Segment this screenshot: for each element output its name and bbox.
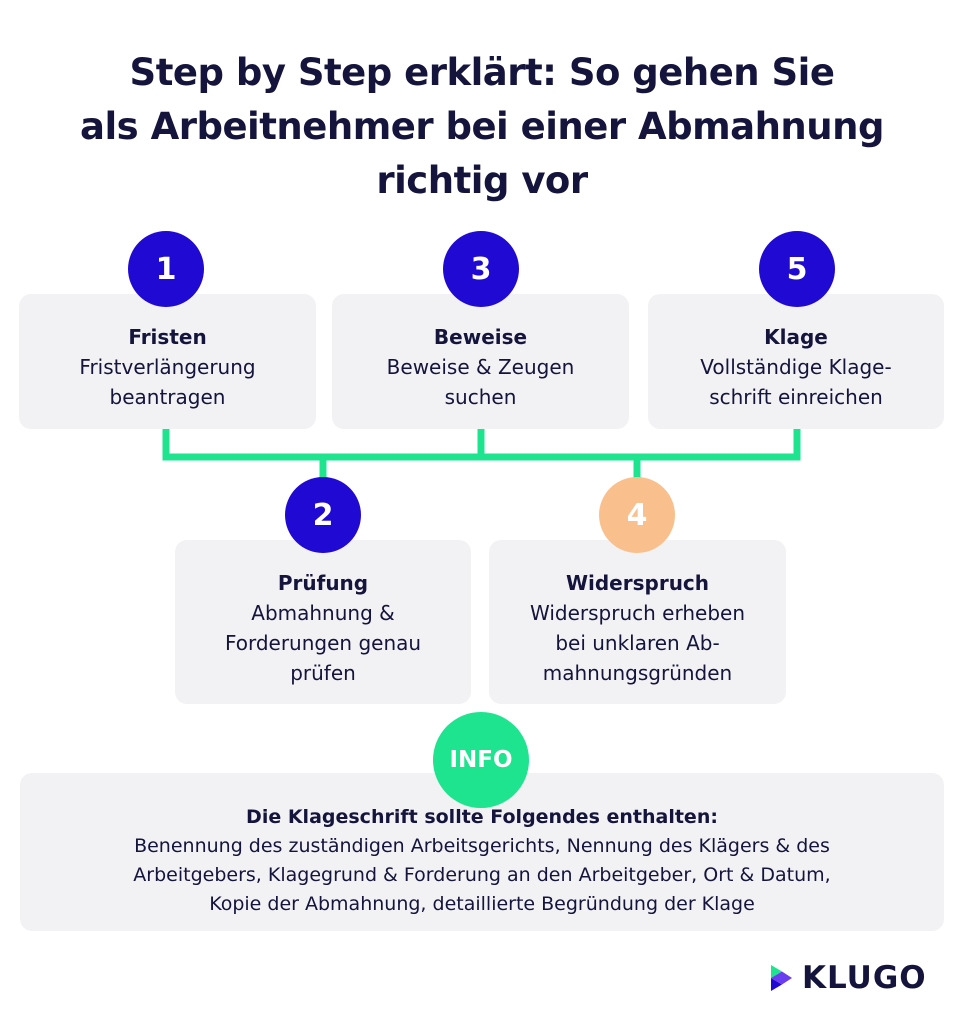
step-description: Fristverlängerung beantragen	[19, 352, 316, 412]
step-description: Vollständige Klage- schrift einreichen	[648, 352, 944, 412]
title-line-2: als Arbeitnehmer bei einer Abmahnung	[80, 105, 884, 148]
step-heading: Klage	[764, 325, 828, 349]
step-card-1: Fristen Fristverlängerung beantragen	[19, 294, 316, 429]
step-badge-3: 3	[443, 231, 519, 307]
klugo-logo: KLUGO	[768, 958, 927, 998]
step-description-line: Abmahnung &	[251, 601, 395, 625]
step-description-line: bei unklaren Ab-	[555, 631, 720, 655]
step-description-line: Vollständige Klage-	[700, 355, 892, 379]
step-description-line: Fristverlängerung	[79, 355, 256, 379]
step-heading: Widerspruch	[565, 571, 710, 595]
step-description-line: mahnungsgründen	[542, 661, 733, 685]
info-badge: INFO	[433, 712, 529, 808]
info-description-line: Kopie der Abmahnung, detaillierte Begrün…	[209, 893, 755, 915]
step-heading: Fristen	[128, 325, 207, 349]
step-badge-2: 2	[285, 477, 361, 553]
logo-text: KLUGO	[802, 960, 927, 996]
step-description-line: suchen	[444, 385, 517, 409]
step-description: Beweise & Zeugen suchen	[332, 352, 629, 412]
step-card-4: Widerspruch Widerspruch erheben bei unkl…	[489, 540, 786, 704]
step-card-5: Klage Vollständige Klage- schrift einrei…	[648, 294, 944, 429]
step-badge-1: 1	[128, 231, 204, 307]
step-description-line: Widerspruch erheben	[530, 601, 745, 625]
step-heading: Prüfung	[277, 571, 369, 595]
step-description-line: Beweise & Zeugen	[386, 355, 575, 379]
title-line-1: Step by Step erklärt: So gehen Sie	[129, 51, 835, 94]
step-description-line: Forderungen genau	[224, 631, 422, 655]
step-description-line: prüfen	[290, 661, 356, 685]
step-description: Abmahnung & Forderungen genau prüfen	[175, 598, 471, 688]
info-description-line: Benennung des zuständigen Arbeitsgericht…	[134, 835, 830, 857]
info-heading: Die Klageschrift sollte Folgendes enthal…	[246, 806, 718, 828]
step-card-3: Beweise Beweise & Zeugen suchen	[332, 294, 629, 429]
info-description: Benennung des zuständigen Arbeitsgericht…	[20, 832, 944, 919]
step-description-line: beantragen	[109, 385, 226, 409]
step-heading: Beweise	[433, 325, 528, 349]
info-description-line: Arbeitgebers, Klagegrund & Forderung an …	[133, 864, 831, 886]
title-line-3: richtig vor	[376, 159, 588, 202]
step-card-2: Prüfung Abmahnung & Forderungen genau pr…	[175, 540, 471, 704]
step-description-line: schrift einreichen	[709, 385, 883, 409]
play-logo-icon	[771, 965, 792, 991]
step-badge-4: 4	[599, 477, 675, 553]
page-title: Step by Step erklärt: So gehen Sie als A…	[0, 46, 964, 208]
step-description: Widerspruch erheben bei unklaren Ab- mah…	[489, 598, 786, 688]
step-badge-5: 5	[759, 231, 835, 307]
